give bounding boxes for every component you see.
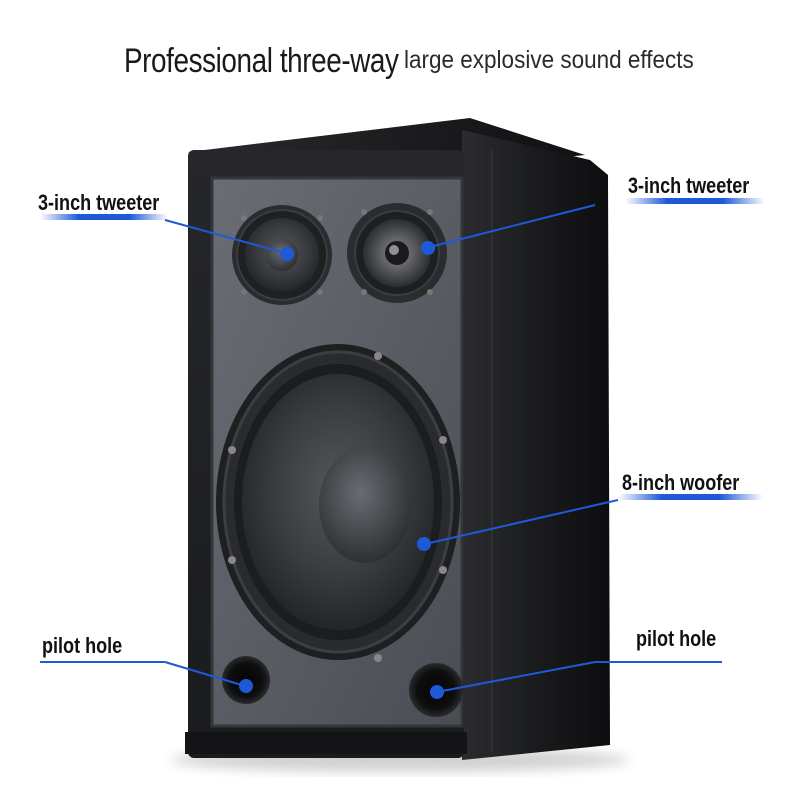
woofer-underline (618, 494, 763, 500)
callout-pilot-hole-right: pilot hole (636, 626, 717, 651)
tweeter-left-underline (40, 214, 168, 220)
callout-pilot-hole-left: pilot hole (42, 633, 123, 658)
heading: Professional three-way large explosive s… (0, 38, 800, 88)
tweeter-right-underline (625, 198, 765, 204)
heading-main-text: Professional three-way (124, 42, 399, 80)
heading-sub-text: large explosive sound effects (404, 46, 694, 74)
callout-woofer: 8-inch woofer (622, 470, 740, 495)
callout-tweeter-right: 3-inch tweeter (628, 173, 750, 198)
callout-tweeter-left: 3-inch tweeter (38, 190, 160, 215)
